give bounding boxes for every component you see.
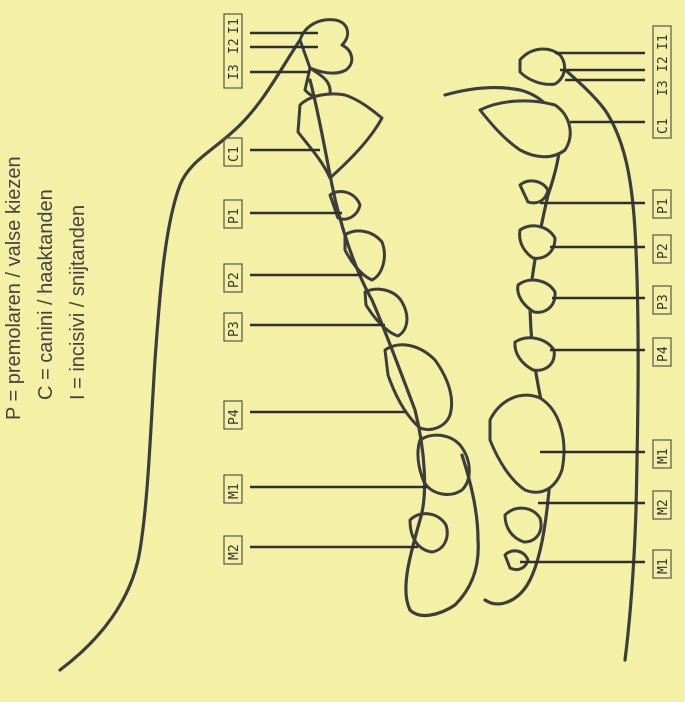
label-lower-p2: P2 [656,243,671,259]
label-lower-c1: C1 [656,118,671,134]
label-upper-i1: I1 [227,18,242,34]
label-lower-i2: I2 [656,56,671,72]
lower-p4-tooth [515,338,554,370]
legend-canines: C = canini / haaktanden [35,189,57,400]
lower-canine-tooth [480,101,570,157]
label-lower-p1: P1 [656,198,671,214]
label-upper-i3: I3 [227,64,242,80]
lower-m3-tooth [505,551,528,570]
label-upper-m1: M1 [227,483,242,499]
upper-canine-tooth [298,94,382,178]
lower-incisor-tooth [520,49,565,84]
upper-labels: I3 I2 I1 C1 P1 P2 P3 P4 M1 M2 [224,14,242,564]
label-lower-i3: I3 [656,80,671,96]
lower-jaw [445,49,638,660]
lower-p1-tooth [520,181,548,203]
label-upper-p4: P4 [227,409,242,425]
label-lower-i1: I1 [656,34,671,50]
label-lower-m1-second: M1 [656,558,671,574]
label-upper-p3: P3 [227,321,242,337]
lower-p2-tooth [520,226,555,258]
label-upper-p1: P1 [227,208,242,224]
lower-m2-tooth [505,508,541,542]
label-lower-m1: M1 [656,448,671,464]
label-lower-p4: P4 [656,346,671,362]
label-lower-m2: M2 [656,499,671,515]
label-lower-p3: P3 [656,294,671,310]
legend-premolars: P = premolaren / valse kiezen [3,156,25,420]
legend: P = premolaren / valse kiezen C = canini… [3,156,89,420]
lower-labels: C1 I3 I2 I1 P1 P2 P3 P4 M1 M2 M1 [653,26,671,578]
upper-jaw-outline [60,40,300,670]
lower-m1-tooth [490,395,564,492]
lower-p3-tooth [518,280,555,312]
label-upper-p2: P2 [227,272,242,288]
label-upper-m2: M2 [227,544,242,560]
label-upper-i2: I2 [227,38,242,54]
upper-jaw [60,20,478,670]
label-upper-c1: C1 [227,146,242,162]
legend-incisors: I = incisivi / snijtanden [67,205,89,400]
